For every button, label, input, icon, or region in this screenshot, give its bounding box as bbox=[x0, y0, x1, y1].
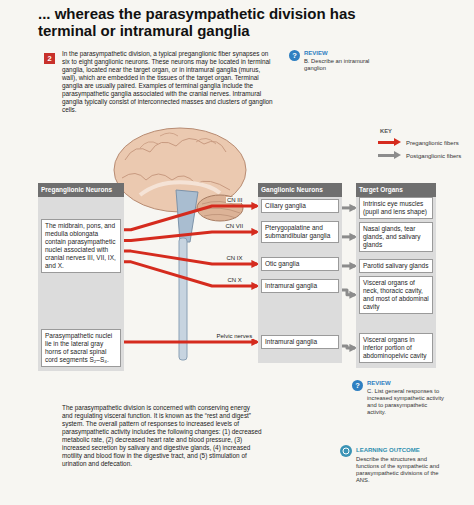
review-question: B. Describe an intramural ganglion bbox=[304, 58, 376, 72]
outcome-heading: LEARNING OUTCOME bbox=[356, 447, 420, 453]
box-text: Parasympathetic nuclei lie in the latera… bbox=[45, 332, 117, 364]
body-paragraph: In the parasympathetic division, a typic… bbox=[62, 50, 274, 114]
preganglionic-arrow bbox=[121, 251, 257, 264]
swatch-bar bbox=[378, 141, 395, 144]
box-text: Visceral organs in inferior portion of a… bbox=[363, 336, 429, 360]
label-box: Visceral organs of neck, thoracic cavity… bbox=[359, 276, 433, 314]
box-text: Parotid salivary glands bbox=[363, 262, 429, 270]
label-box: Intramural ganglia bbox=[261, 335, 339, 349]
review-icon: ? bbox=[352, 380, 363, 391]
nerve-label: CN VII bbox=[225, 223, 245, 229]
swatch-arrowhead bbox=[394, 151, 401, 159]
box-text: Pterygopalatine and submandibular gangli… bbox=[265, 224, 335, 240]
nerve-label: Pelvic nerves bbox=[216, 333, 254, 339]
column-panel: Target OrgansIntrinsic eye muscles (pupi… bbox=[356, 183, 436, 368]
label-box: Ciliary ganglia bbox=[261, 199, 339, 213]
nerve-label: CN III bbox=[226, 197, 243, 203]
nerve-label: CN IX bbox=[226, 255, 244, 261]
label-box: The midbrain, pons, and medulla oblongat… bbox=[41, 219, 121, 273]
step-number: 2 bbox=[44, 53, 55, 64]
label-box: Pterygopalatine and submandibular gangli… bbox=[261, 221, 339, 243]
box-text: Intrinsic eye muscles (pupil and lens sh… bbox=[363, 200, 429, 216]
legend-text: Preganglionic fibers bbox=[406, 140, 459, 146]
label-box: Nasal glands, tear glands, and salivary … bbox=[359, 222, 433, 252]
column-panel: Preganglionic NeuronsThe midbrain, pons,… bbox=[38, 183, 124, 371]
swatch-bar bbox=[378, 154, 395, 157]
page-title: ... whereas the parasympathetic division… bbox=[38, 6, 383, 40]
preganglionic-arrow bbox=[121, 232, 257, 240]
label-box: Parotid salivary glands bbox=[359, 259, 433, 273]
box-text: Ciliary ganglia bbox=[265, 202, 335, 210]
column-heading: Preganglionic Neurons bbox=[38, 183, 124, 197]
review-heading: REVIEW bbox=[367, 380, 391, 386]
review-question: C. List general responses to increased s… bbox=[367, 388, 447, 416]
legend-swatch bbox=[378, 151, 402, 160]
outcome-icon bbox=[343, 448, 349, 454]
preganglionic-arrow bbox=[121, 262, 257, 286]
swatch-arrowhead bbox=[394, 138, 401, 146]
outcome-icon bbox=[340, 445, 352, 457]
brain-gyri bbox=[125, 138, 226, 160]
preganglionic-arrow bbox=[121, 206, 257, 230]
label-box: Parasympathetic nuclei lie in the latera… bbox=[41, 329, 121, 367]
column-heading: Ganglionic Neurons bbox=[258, 183, 342, 197]
review-icon: ? bbox=[289, 50, 300, 61]
legend-swatch bbox=[378, 138, 402, 147]
key-heading: KEY bbox=[380, 128, 392, 134]
nerve-label: CN X bbox=[227, 277, 243, 283]
box-text: Visceral organs of neck, thoracic cavity… bbox=[363, 279, 429, 311]
cerebellum-folia bbox=[200, 201, 240, 218]
box-text: Nasal glands, tear glands, and salivary … bbox=[363, 225, 429, 249]
label-box: Intramural ganglia bbox=[261, 279, 339, 293]
legend-text: Postganglionic fibers bbox=[406, 153, 461, 159]
box-text: Otic ganglia bbox=[265, 260, 335, 268]
box-text: Intramural ganglia bbox=[265, 282, 335, 290]
preganglionic-arrow bbox=[121, 340, 257, 343]
legend-row: Postganglionic fibers bbox=[378, 151, 461, 160]
outcome-text: Describe the structures and functions of… bbox=[356, 456, 442, 484]
legend-row: Preganglionic fibers bbox=[378, 138, 459, 147]
column-panel: Ganglionic NeuronsCiliary gangliaPterygo… bbox=[258, 183, 342, 363]
box-text: Intramural ganglia bbox=[265, 338, 335, 346]
body-paragraph: The parasympathetic division is concerne… bbox=[62, 404, 262, 468]
box-text: The midbrain, pons, and medulla oblongat… bbox=[45, 222, 117, 270]
brain-gyri bbox=[140, 133, 216, 148]
column-heading: Target Organs bbox=[356, 183, 436, 197]
label-box: Otic ganglia bbox=[261, 257, 339, 271]
review-heading: REVIEW bbox=[304, 50, 328, 56]
label-box: Intrinsic eye muscles (pupil and lens sh… bbox=[359, 197, 433, 219]
label-box: Visceral organs in inferior portion of a… bbox=[359, 333, 433, 363]
